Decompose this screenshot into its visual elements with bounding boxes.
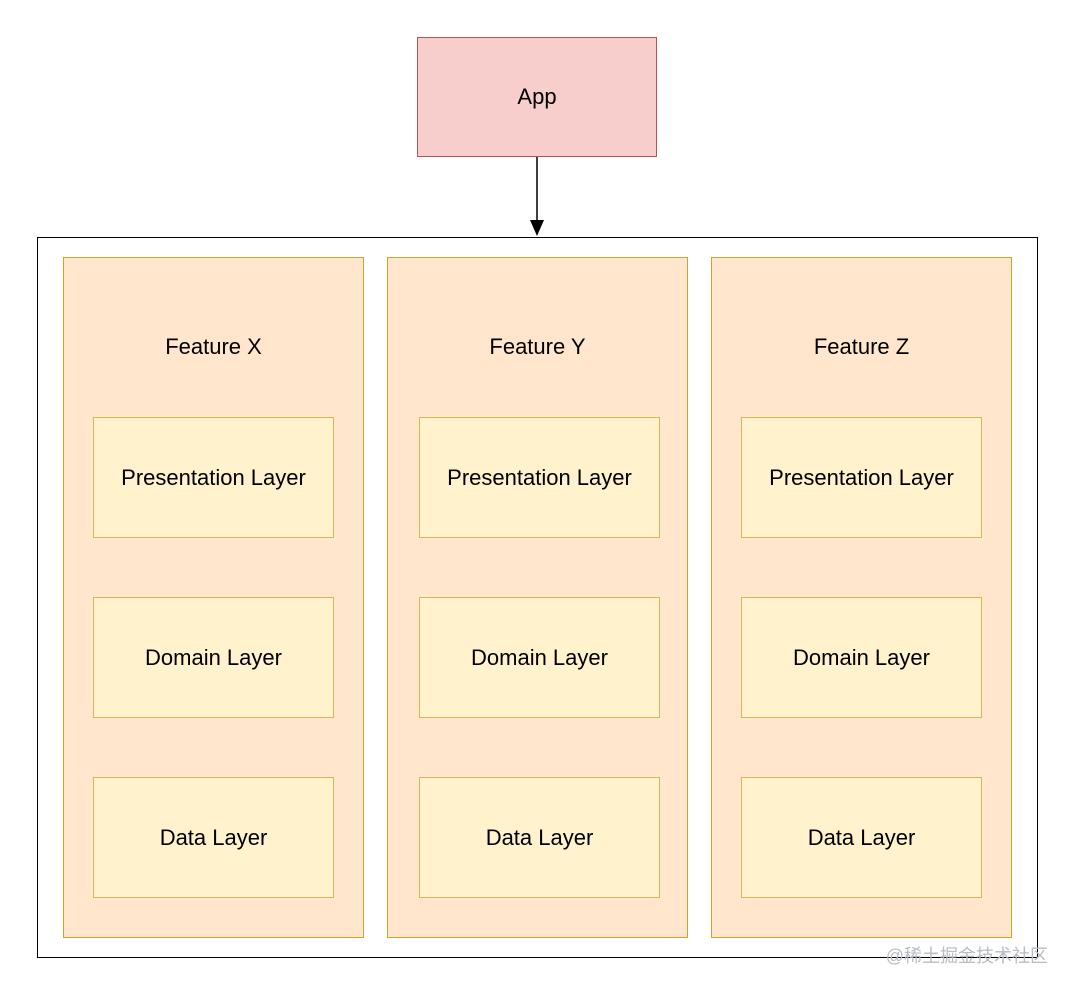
feature-x-presentation-layer: Presentation Layer — [93, 417, 334, 538]
feature-z-presentation-layer: Presentation Layer — [741, 417, 982, 538]
feature-y-column: Feature Y Presentation Layer Domain Laye… — [387, 257, 688, 938]
app-label: App — [517, 84, 557, 109]
app-node: App — [417, 37, 657, 157]
feature-z-domain-layer: Domain Layer — [741, 597, 982, 718]
watermark: @稀土掘金技术社区 — [886, 942, 1048, 968]
watermark-text: @稀土掘金技术社区 — [885, 946, 1048, 966]
feature-z-data-layer: Data Layer — [741, 777, 982, 898]
feature-x-data-layer: Data Layer — [93, 777, 334, 898]
feature-z-column: Feature Z Presentation Layer Domain Laye… — [711, 257, 1012, 938]
feature-x-domain-layer: Domain Layer — [93, 597, 334, 718]
feature-x-column: Feature X Presentation Layer Domain Laye… — [63, 257, 364, 938]
feature-y-presentation-layer: Presentation Layer — [419, 417, 660, 538]
arrow-head-icon — [530, 220, 544, 236]
feature-y-title: Feature Y — [489, 334, 586, 359]
feature-x-title: Feature X — [165, 334, 262, 359]
feature-y-domain-layer: Domain Layer — [419, 597, 660, 718]
feature-z-title: Feature Z — [813, 334, 910, 359]
feature-y-data-layer: Data Layer — [419, 777, 660, 898]
